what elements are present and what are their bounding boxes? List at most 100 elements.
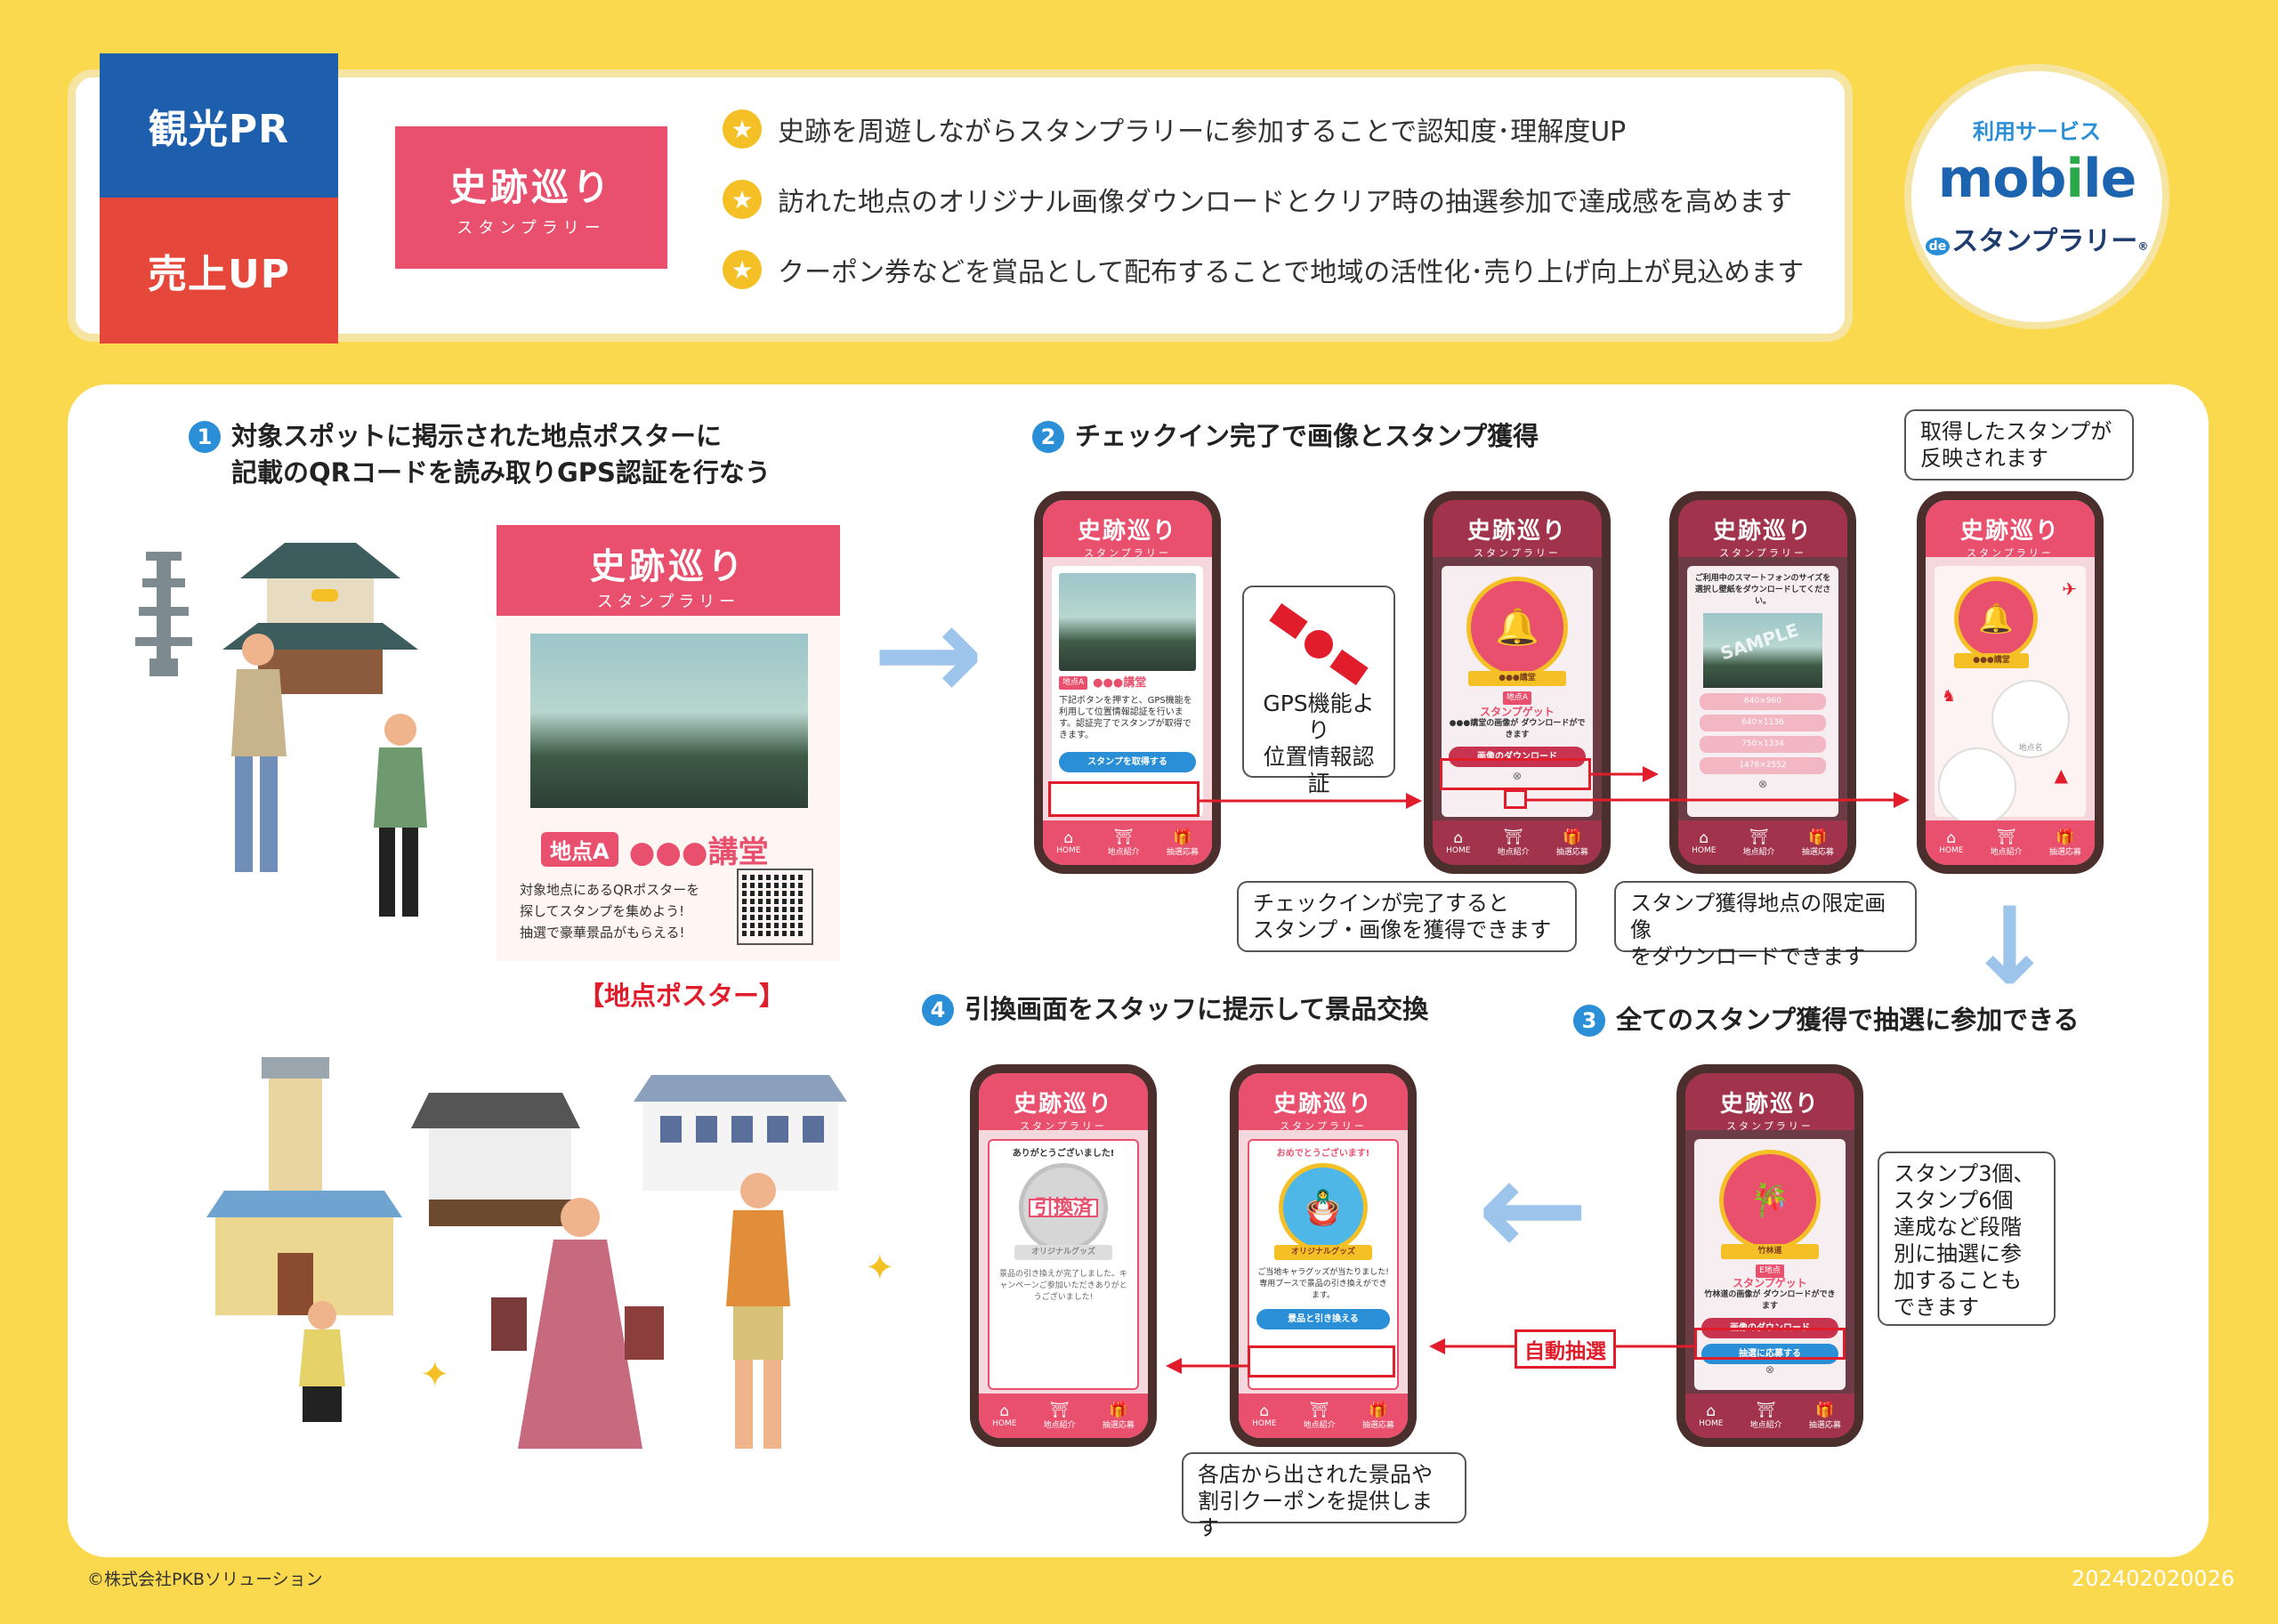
feature-item: ★ 訪れた地点のオリジナル画像ダウンロードとクリア時の抽選参加で達成感を高めます bbox=[723, 178, 1792, 221]
shrine-icon: ⛩ bbox=[1503, 828, 1523, 846]
nav-lottery[interactable]: 🎁抽選応募 bbox=[1166, 828, 1199, 857]
home-icon: ⌂ bbox=[1259, 1402, 1270, 1420]
rally-logo-subtitle: スタンプラリー bbox=[456, 218, 606, 238]
nav-locations[interactable]: ⛩地点紹介 bbox=[1303, 1401, 1336, 1430]
app-content: 🔔 ●●●講堂 地点A スタンプゲット ●●●講堂の画像が ダウンロードができま… bbox=[1442, 566, 1593, 817]
nav-home[interactable]: ⌂HOME bbox=[1252, 1402, 1277, 1428]
location-photo bbox=[1059, 573, 1196, 671]
size-option[interactable]: 640×960 bbox=[1700, 693, 1826, 710]
gift-icon: 🎁 bbox=[1173, 828, 1192, 846]
nav-locations[interactable]: ⛩地点紹介 bbox=[1742, 828, 1775, 857]
callout-prizes-coupons: 各店から出された景品や割引クーポンを提供します bbox=[1182, 1452, 1466, 1540]
home-icon: ⌂ bbox=[1699, 829, 1709, 847]
tree-icon: ▲ bbox=[2054, 764, 2068, 786]
size-option[interactable]: 750×1334 bbox=[1700, 736, 1826, 753]
poster-location: 地点A ●●●講堂 bbox=[541, 828, 769, 871]
satellite-icon bbox=[1269, 602, 1369, 686]
app-header: 史跡巡りスタンプラリー bbox=[1433, 500, 1602, 559]
app-header: 史跡巡りスタンプラリー bbox=[979, 1073, 1148, 1132]
step1-title: 1 対象スポットに掲示された地点ポスターに記載のQRコードを読み取りGPS認証を… bbox=[189, 418, 771, 491]
shrine-icon: ⛩ bbox=[1756, 1401, 1776, 1419]
app-header: 史跡巡りスタンプラリー bbox=[1926, 500, 2095, 559]
empty-stamp-slot: 地点名 bbox=[1991, 680, 2070, 758]
highlight-box bbox=[1440, 758, 1591, 790]
poster-description: 対象地点にあるQRポスターを 探してスタンプを集めよう! 抽選で豪華景品がもらえ… bbox=[520, 882, 700, 941]
callout-limited-image: スタンプ獲得地点の限定画像をダウンロードできます bbox=[1614, 881, 1917, 969]
nav-lottery[interactable]: 🎁抽選応募 bbox=[1102, 1401, 1135, 1430]
svg-text:✦: ✦ bbox=[420, 1354, 450, 1395]
document-code: 202402020026 bbox=[2072, 1566, 2235, 1591]
bell-stamp-icon: 🔔 bbox=[1954, 577, 2038, 660]
close-icon[interactable]: ⊗ bbox=[1512, 770, 1523, 782]
phone-screen: 史跡巡りスタンプラリー 🔔 ●●●講堂 ✈ ♞ 地点名 ▲ ⌂HOME ⛩地点紹… bbox=[1926, 500, 2095, 865]
callout-stamp-reflected: 取得したスタンプが反映されます bbox=[1904, 409, 2134, 481]
nav-locations[interactable]: ⛩地点紹介 bbox=[1107, 828, 1140, 857]
nav-home[interactable]: ⌂HOME bbox=[992, 1402, 1017, 1428]
bell-stamp-icon: 🔔 bbox=[1466, 577, 1568, 678]
get-stamp-button[interactable]: スタンプを取得する bbox=[1059, 752, 1196, 772]
close-icon[interactable]: ⊗ bbox=[1757, 778, 1768, 790]
poster-location-name: ●●●講堂 bbox=[628, 835, 769, 870]
app-content: ご利用中のスマートフォンのサイズを選択し壁紙をダウンロードしてください。 SAM… bbox=[1687, 566, 1838, 817]
poster-caption: 【地点ポスター】 bbox=[578, 981, 786, 1011]
feature-text: 訪れた地点のオリジナル画像ダウンロードとクリア時の抽選参加で達成感を高めます bbox=[778, 187, 1792, 218]
arrow-right-icon: → bbox=[872, 577, 984, 731]
crane-icon: ✈ bbox=[2062, 578, 2077, 600]
app-nav: ⌂HOME ⛩地点紹介 🎁抽選応募 bbox=[979, 1394, 1148, 1438]
empty-stamp-slot bbox=[1938, 747, 2016, 826]
stamp-card: 🔔 ●●●講堂 ✈ ♞ 地点名 ▲ bbox=[1935, 566, 2086, 826]
redeemed-stamp: 引換済 bbox=[1019, 1163, 1108, 1252]
home-icon: ⌂ bbox=[1453, 829, 1464, 847]
exchange-prize-button[interactable]: 景品と引き換える bbox=[1256, 1309, 1390, 1329]
phone-stamp-card: 史跡巡りスタンプラリー 🔔 ●●●講堂 ✈ ♞ 地点名 ▲ ⌂HOME ⛩地点紹… bbox=[1917, 491, 2104, 874]
shopping-tourists-illustration: ✦ ✦ bbox=[206, 1057, 895, 1449]
header-card bbox=[68, 69, 1853, 342]
nav-home[interactable]: ⌂HOME bbox=[1692, 829, 1717, 855]
phone-screen: 史跡巡りスタンプラリー 🎋 竹林道 E地点 スタンプゲット 竹林道の画像が ダウ… bbox=[1685, 1073, 1854, 1438]
nav-locations[interactable]: ⛩地点紹介 bbox=[1043, 1401, 1076, 1430]
home-icon: ⌂ bbox=[1706, 1402, 1717, 1420]
red-flow-arrow bbox=[1200, 793, 1422, 809]
size-option[interactable]: 1478×2552 bbox=[1700, 757, 1826, 774]
red-flow-arrow bbox=[1166, 1358, 1248, 1374]
nav-locations[interactable]: ⛩地点紹介 bbox=[1497, 828, 1530, 857]
arrow-down-icon: ↓ bbox=[1965, 885, 2055, 1009]
app-nav: ⌂HOME ⛩地点紹介 🎁抽選応募 bbox=[1043, 820, 1212, 865]
qr-code-frame bbox=[737, 869, 813, 945]
highlight-box bbox=[1248, 1345, 1395, 1378]
sample-wallpaper: SAMPLE bbox=[1703, 613, 1822, 688]
app-content: 地点A ●●●講堂 下記ボタンを押すと、GPS機能を利用して位置情報認証を行いま… bbox=[1052, 566, 1203, 817]
nav-home[interactable]: ⌂HOME bbox=[1939, 829, 1964, 855]
callout-tiered-lottery: スタンプ3個、スタンプ6個達成など段階 別に抽選に参加することもできます bbox=[1878, 1151, 2056, 1326]
callout-checkin-complete: チェックインが完了するとスタンプ・画像を獲得できます bbox=[1237, 881, 1577, 952]
nav-home[interactable]: ⌂HOME bbox=[1446, 829, 1471, 855]
phone-prize-won: 史跡巡りスタンプラリー おめでとうございます! 🪆 オリジナルグッズ ご当地キャ… bbox=[1230, 1064, 1417, 1447]
feature-text: 史跡を周遊しながらスタンプラリーに参加することで認知度･理解度UP bbox=[778, 117, 1627, 148]
nav-lottery[interactable]: 🎁抽選応募 bbox=[1801, 828, 1834, 857]
step-number-badge: 3 bbox=[1573, 1005, 1605, 1037]
nav-lottery[interactable]: 🎁抽選応募 bbox=[1361, 1401, 1394, 1430]
shrine-icon: ⛩ bbox=[1049, 1401, 1070, 1419]
image-download-button[interactable]: 画像のダウンロード bbox=[1449, 747, 1586, 767]
phone-screen: 史跡巡りスタンプラリー 地点A ●●●講堂 下記ボタンを押すと、GPS機能を利用… bbox=[1043, 500, 1212, 865]
nav-home[interactable]: ⌂HOME bbox=[1699, 1402, 1724, 1428]
bamboo-stamp-icon: 🎋 bbox=[1719, 1150, 1821, 1251]
size-option[interactable]: 640×1136 bbox=[1700, 715, 1826, 731]
nav-lottery[interactable]: 🎁抽選応募 bbox=[2048, 828, 2081, 857]
poster-title: 史跡巡り bbox=[590, 545, 747, 587]
phone-checkin: 史跡巡りスタンプラリー 地点A ●●●講堂 下記ボタンを押すと、GPS機能を利用… bbox=[1034, 491, 1221, 874]
nav-lottery[interactable]: 🎁抽選応募 bbox=[1808, 1401, 1841, 1430]
poster-header: 史跡巡り スタンプラリー bbox=[497, 525, 840, 616]
nav-lottery[interactable]: 🎁抽選応募 bbox=[1555, 828, 1588, 857]
service-label: 利用サービス bbox=[1973, 119, 2101, 144]
phone-prize-redeemed: 史跡巡りスタンプラリー ありがとうございました! 引換済 オリジナルグッズ 景品… bbox=[970, 1064, 1157, 1447]
app-nav: ⌂HOME ⛩地点紹介 🎁抽選応募 bbox=[1685, 1394, 1854, 1438]
nav-locations[interactable]: ⛩地点紹介 bbox=[1990, 828, 2023, 857]
close-icon[interactable]: ⊗ bbox=[1765, 1363, 1775, 1376]
phone-lottery-apply: 史跡巡りスタンプラリー 🎋 竹林道 E地点 スタンプゲット 竹林道の画像が ダウ… bbox=[1676, 1064, 1863, 1447]
highlight-box bbox=[1048, 781, 1200, 817]
nav-locations[interactable]: ⛩地点紹介 bbox=[1749, 1401, 1782, 1430]
nav-home[interactable]: ⌂HOME bbox=[1056, 829, 1081, 855]
gift-icon: 🎁 bbox=[1563, 828, 1582, 846]
svg-text:✦: ✦ bbox=[865, 1248, 895, 1289]
